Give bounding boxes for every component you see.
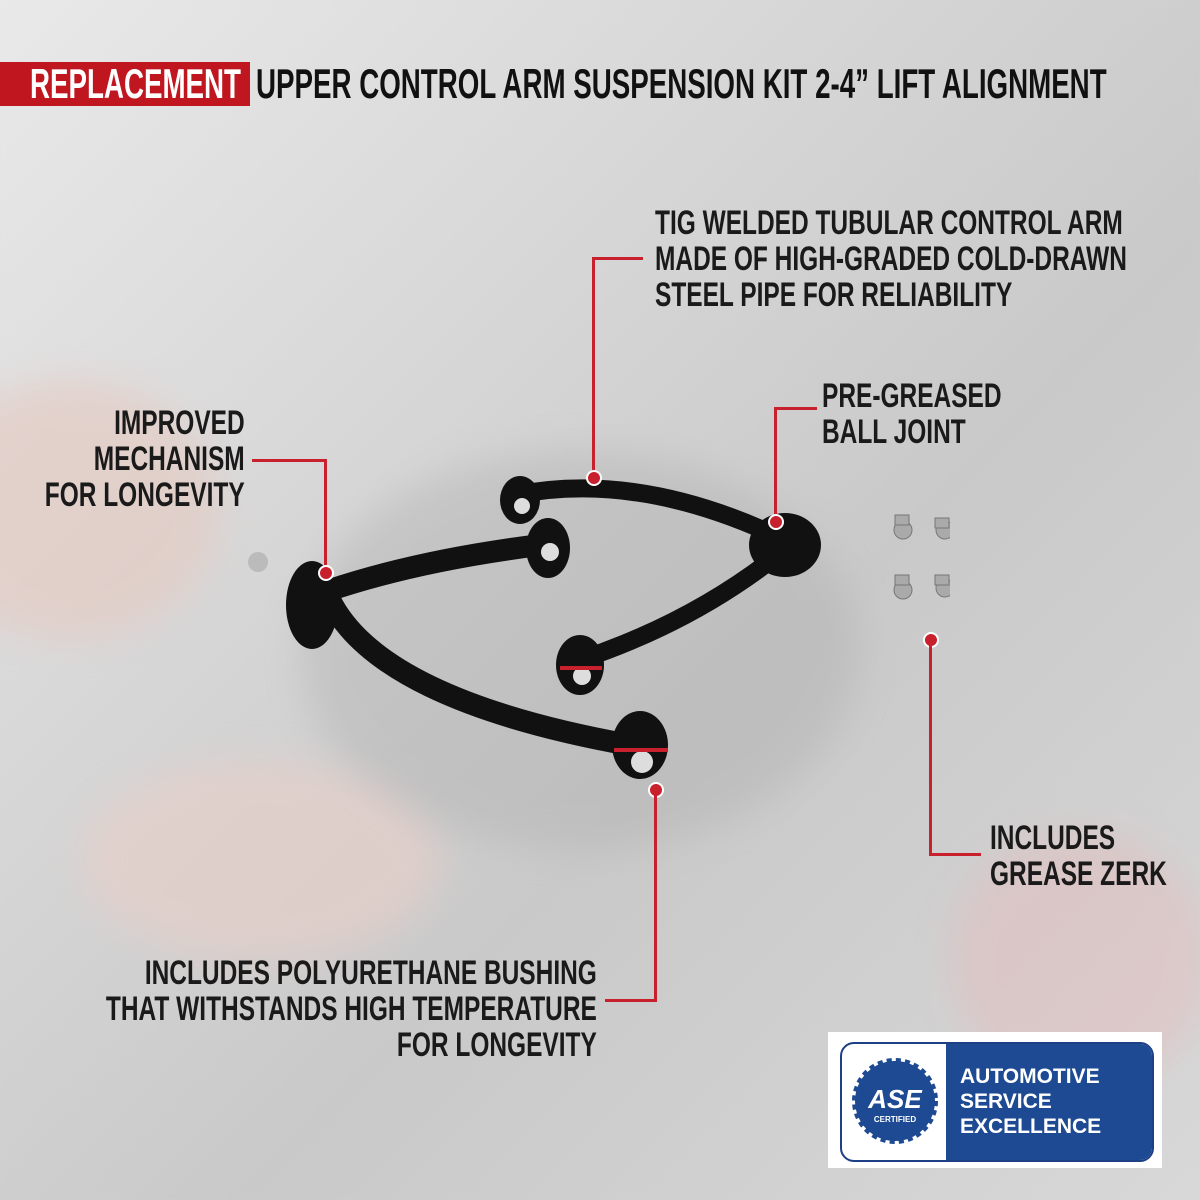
leader-line xyxy=(592,257,595,475)
leader-line xyxy=(605,999,657,1002)
callout-line: STEEL PIPE FOR RELIABILITY xyxy=(655,276,1013,314)
callout-line: FOR LONGEVITY xyxy=(45,476,245,514)
leader-line xyxy=(929,853,981,856)
leader-dot xyxy=(318,565,334,581)
leader-line xyxy=(654,790,657,1002)
callout-line: TIG WELDED TUBULAR CONTROL ARM xyxy=(655,204,1123,242)
page-title: UPPER CONTROL ARM SUSPENSION KIT 2-4” LI… xyxy=(256,60,1107,107)
callout-line: MECHANISM xyxy=(94,440,245,478)
control-arm-product-image xyxy=(248,476,950,779)
callout-tig-welded: TIG WELDED TUBULAR CONTROL ARM MADE OF H… xyxy=(655,205,1127,313)
callout-line: PRE-GREASED xyxy=(822,377,1002,415)
ase-gear-logo: ASE CERTIFIED xyxy=(852,1058,938,1144)
callout-polyurethane-bushing: INCLUDES POLYURETHANE BUSHING THAT WITHS… xyxy=(106,955,597,1063)
callout-line: IMPROVED xyxy=(114,404,246,442)
header-highlight: REPLACEMENT xyxy=(30,60,241,107)
ase-text-panel: AUTOMOTIVE SERVICE EXCELLENCE xyxy=(946,1044,1152,1160)
badge-line: EXCELLENCE xyxy=(960,1115,1102,1138)
badge-line: AUTOMOTIVE xyxy=(960,1065,1100,1088)
leader-line xyxy=(252,459,326,462)
leader-line xyxy=(324,459,327,569)
leader-line xyxy=(929,640,932,856)
callout-line: INCLUDES xyxy=(990,819,1116,857)
ase-logo-text: ASE xyxy=(867,1084,922,1114)
leader-dot xyxy=(586,470,602,486)
callout-grease-zerk: INCLUDES GREASE ZERK xyxy=(990,820,1167,892)
callout-line: MADE OF HIGH-GRADED COLD-DRAWN xyxy=(655,240,1127,278)
callout-line: FOR LONGEVITY xyxy=(397,1026,597,1064)
leader-line xyxy=(774,407,777,519)
header-highlight-banner: REPLACEMENT xyxy=(0,62,250,106)
callout-line: THAT WITHSTANDS HIGH TEMPERATURE xyxy=(106,990,597,1028)
leader-line xyxy=(775,407,817,410)
ase-certified-badge: ASE CERTIFIED AUTOMOTIVE SERVICE EXCELLE… xyxy=(828,1032,1162,1168)
leader-dot xyxy=(768,514,784,530)
callout-ball-joint: PRE-GREASED BALL JOINT xyxy=(822,378,1002,450)
callout-line: GREASE ZERK xyxy=(990,855,1167,893)
badge-line: SERVICE xyxy=(960,1090,1052,1113)
ase-logo-subtext: CERTIFIED xyxy=(874,1115,916,1124)
callout-line: BALL JOINT xyxy=(822,413,966,451)
leader-line xyxy=(593,257,643,260)
callout-line: INCLUDES POLYURETHANE BUSHING xyxy=(144,954,597,992)
callout-improved-mechanism: IMPROVED MECHANISM FOR LONGEVITY xyxy=(45,405,245,513)
